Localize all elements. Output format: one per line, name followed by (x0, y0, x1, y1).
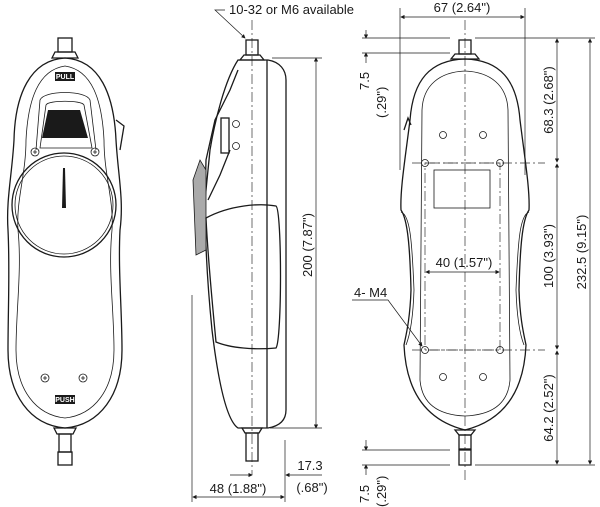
top-stud-dimension-value: 7.5 (357, 72, 372, 90)
bottom-stud (57, 451, 73, 466)
m4-hole (421, 159, 429, 167)
screw-icon (90, 147, 100, 157)
dial-face (14, 155, 114, 255)
side-grip-knurl (192, 159, 207, 256)
lcd-display (42, 110, 88, 138)
hole-note: 4- M4 (354, 285, 387, 300)
side-view: 10-32 or M6 available 200 (7.87") 48 (1.… (191, 2, 354, 502)
bottom-stud (245, 432, 259, 462)
screw-icon (40, 373, 50, 383)
screw-icon (479, 131, 487, 139)
pull-tag (55, 72, 75, 81)
screw-icon (439, 373, 447, 381)
height-dimension: 200 (7.87") (300, 213, 315, 277)
top-stud-dimension-inch: (.29") (374, 87, 389, 118)
pull-label: PULL (56, 74, 75, 81)
bottom-dimension: 64.2 (2.52") (541, 374, 556, 442)
back-view: 67 (2.64") 7.5 (.29") 7.5 (.29") 68.3 (2… (352, 0, 595, 507)
side-body-outline (204, 59, 287, 429)
push-tag (55, 395, 75, 404)
push-label: PUSH (55, 397, 74, 404)
bottom-stud (458, 449, 472, 466)
top-to-holes-dimension: 68.3 (2.68") (541, 66, 556, 134)
m4-hole (421, 346, 429, 354)
front-view: PULL PUSH (6, 37, 125, 466)
thread-note: 10-32 or M6 available (229, 2, 354, 17)
stud-dimension-value: 17.3 (297, 458, 322, 473)
label-plate (433, 169, 491, 209)
dial-needle (62, 168, 66, 208)
bottom-stud-dimension-value: 7.5 (357, 485, 372, 503)
side-grip-pad (205, 204, 282, 350)
m4-hole (496, 346, 504, 354)
bottom-stud-dimension-inch: (.29") (374, 476, 389, 507)
dial-bezel (11, 152, 117, 258)
screw-icon (479, 373, 487, 381)
top-stud (57, 37, 73, 53)
screw-icon (78, 373, 88, 383)
stud-dimension-inch: (.68") (296, 480, 327, 495)
screw-icon (30, 147, 40, 157)
overall-length-dimension: 232.5 (9.15") (574, 215, 589, 290)
hole-pitch-vertical-dimension: 100 (3.93") (541, 224, 556, 288)
depth-dimension: 48 (1.88") (210, 481, 267, 496)
screw-icon (439, 131, 447, 139)
hole-pitch-horizontal-dimension: 40 (1.57") (436, 255, 493, 270)
m4-hole (496, 159, 504, 167)
width-dimension: 67 (2.64") (434, 0, 491, 15)
